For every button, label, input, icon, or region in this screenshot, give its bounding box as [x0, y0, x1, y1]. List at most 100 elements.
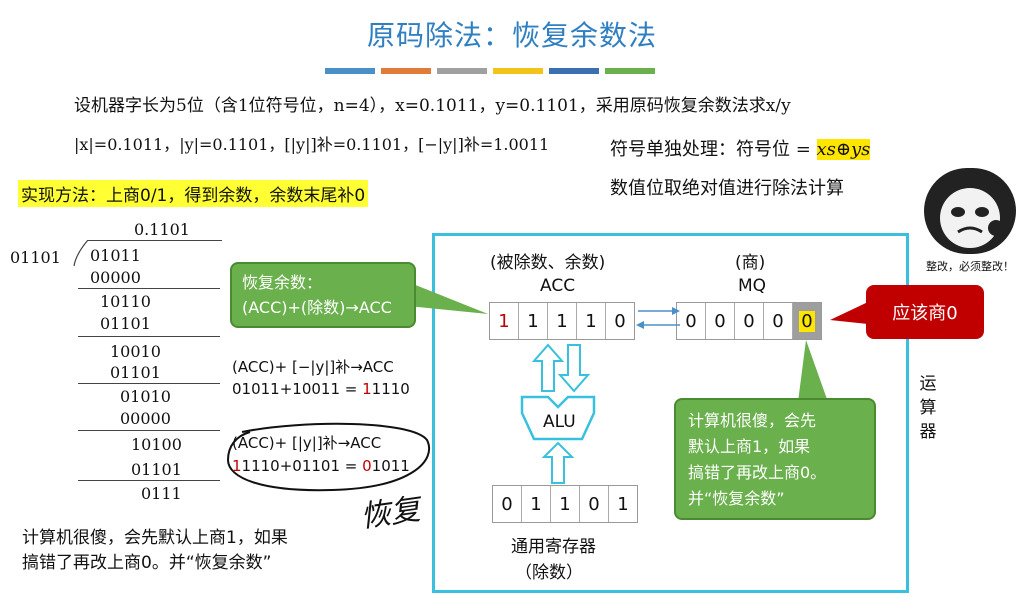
- shift-arrowhead: [672, 307, 680, 315]
- bottom-note-line: 搞错了再改上商0。并“恢复余数”: [22, 553, 272, 573]
- color-bar: [493, 68, 543, 74]
- add-eq-result-sign: 0: [362, 457, 372, 475]
- acc-to-alu-arrow: [557, 344, 591, 393]
- mq-bit: 0: [764, 303, 793, 339]
- div-line: [78, 383, 220, 384]
- method-highlight: 实现方法：上商0/1，得到余数，余数末尾补0: [18, 180, 369, 207]
- div-row: 01011: [90, 246, 141, 265]
- divisor: 01101: [10, 248, 61, 267]
- sign-formula: xs⊕ys: [816, 139, 871, 160]
- add-eq-rest: 1011: [371, 457, 410, 475]
- div-line: [78, 336, 220, 337]
- handwritten-circle: [226, 422, 430, 492]
- color-bar: [381, 68, 431, 74]
- bottom-note: 计算机很傻，会先默认上商1，如果 搞错了再改上商0。并“恢复余数”: [22, 526, 288, 576]
- sign-note-prefix: 符号单独处理：符号位 =: [610, 139, 817, 160]
- alu-to-acc-arrow: [531, 343, 565, 392]
- restore-callout-line: 恢复余数：: [242, 273, 323, 292]
- sub-eq-rest: 1110: [371, 380, 410, 398]
- green-callout-line: 计算机很傻，会先: [688, 411, 817, 430]
- restore-callout-pointer: [408, 282, 488, 314]
- mq-label: MQ: [738, 276, 767, 296]
- div-line: [78, 288, 220, 289]
- red-callout-pointer: [830, 302, 868, 324]
- acc-bit: 1: [490, 303, 519, 339]
- subtract-step-eq: 01011+10011 = 11110: [232, 380, 410, 398]
- gpr-sublabel: （除数）: [515, 563, 583, 583]
- abs-value-note: 数值位取绝对值进行除法计算: [610, 178, 844, 199]
- div-row: 10100: [131, 435, 182, 454]
- gpr-bit: 1: [617, 493, 629, 515]
- div-row: 01101: [131, 460, 182, 479]
- gpr-bit: 0: [493, 486, 522, 522]
- mq-bit: 0: [677, 303, 706, 339]
- restore-callout: 恢复余数： (ACC)+(除数)→ACC: [230, 262, 416, 328]
- gpr-to-alu-arrow: [541, 441, 575, 484]
- div-row: 10010: [110, 342, 161, 361]
- color-bar: [437, 68, 487, 74]
- vertical-char: 算: [919, 398, 937, 418]
- problem-line-1: 设机器字长为5位（含1位符号位，n=4），x=0.1011，y=0.1101，采…: [74, 96, 791, 116]
- mq-bit: 0: [706, 303, 735, 339]
- div-row: 01010: [120, 387, 171, 406]
- div-row: 0111: [141, 484, 182, 503]
- acc-label-top: (被除数、余数): [490, 253, 606, 273]
- gpr-bit: 1: [522, 486, 551, 522]
- add-eq-mid: 1110+01101 =: [241, 457, 363, 475]
- title-color-bars: [325, 68, 655, 74]
- div-row: 01101: [100, 314, 151, 333]
- subtract-step-title: (ACC)+ [−|y|]补→ACC: [232, 358, 394, 376]
- acc-bit: 1: [519, 303, 548, 339]
- gpr-register: 0 1 1 0 1: [492, 485, 638, 523]
- div-row: 01101: [110, 363, 161, 382]
- arithmetic-unit-frame: [432, 233, 909, 593]
- mq-bit-highlight: 0: [799, 310, 815, 332]
- datapath-diagram: [520, 307, 680, 484]
- sub-eq-prefix: 01011+10011 =: [232, 380, 363, 398]
- restore-step-eq: 11110+01101 = 01011: [232, 457, 410, 475]
- page-title: 原码除法：恢复余数法: [366, 19, 657, 52]
- mq-bit: 0: [735, 303, 764, 339]
- div-row: 00000: [120, 409, 171, 428]
- meme-caption: 整改，必须整改！: [926, 260, 1014, 273]
- add-eq-sign-bit: 1: [232, 457, 242, 475]
- alu-label: ALU: [543, 412, 576, 432]
- mq-register: 0 0 0 0 0: [676, 302, 822, 340]
- acc-bit: 1: [577, 303, 606, 339]
- acc-bit: 0: [614, 310, 626, 332]
- shift-arrowhead: [636, 321, 644, 329]
- red-callout: 应该商0: [866, 285, 984, 339]
- green-callout: 计算机很傻，会先 默认上商1，如果 搞错了再改上商0。 并“恢复余数”: [674, 398, 876, 520]
- mq-bit-new-quotient: 0: [793, 303, 821, 339]
- gpr-bit: 1: [551, 486, 580, 522]
- acc-bit: 1: [548, 303, 577, 339]
- color-bar: [325, 68, 375, 74]
- div-line: [78, 430, 220, 431]
- div-line: [78, 480, 220, 481]
- alu-shape: [520, 395, 596, 441]
- handwritten-note: 恢复: [358, 491, 423, 535]
- sign-note: 符号单独处理：符号位 = xs⊕ys: [610, 135, 871, 161]
- green-callout-pointer: [798, 340, 828, 402]
- quotient: 0.1101: [134, 220, 190, 239]
- restore-step-title: (ACC)+ [|y|]补→ACC: [232, 434, 382, 452]
- division-bracket: [73, 240, 89, 267]
- acc-label: ACC: [540, 276, 576, 296]
- vertical-char: 运: [919, 374, 937, 394]
- problem-line-2: |x|=0.1011，|y|=0.1101，[|y|]补=0.1101，[−|y…: [74, 135, 550, 154]
- vertical-char: 器: [919, 422, 937, 442]
- div-row: 00000: [90, 268, 141, 287]
- gpr-label: 通用寄存器: [511, 537, 596, 557]
- green-callout-line: 搞错了再改上商0。: [688, 463, 827, 482]
- panda-face-icon: [940, 188, 1004, 248]
- restore-callout-line: (ACC)+(除数)→ACC: [242, 298, 392, 317]
- color-bar: [605, 68, 655, 74]
- div-row: 10110: [100, 292, 151, 311]
- green-callout-line: 并“恢复余数”: [688, 489, 785, 508]
- arithmetic-unit-label: 运 算 器: [918, 372, 938, 444]
- sub-eq-sign-bit: 1: [362, 380, 372, 398]
- color-bar: [549, 68, 599, 74]
- panda-meme-image: [924, 168, 1016, 254]
- bottom-note-line: 计算机很傻，会先默认上商1，如果: [22, 528, 288, 548]
- acc-register: 1 1 1 1 0: [489, 302, 635, 340]
